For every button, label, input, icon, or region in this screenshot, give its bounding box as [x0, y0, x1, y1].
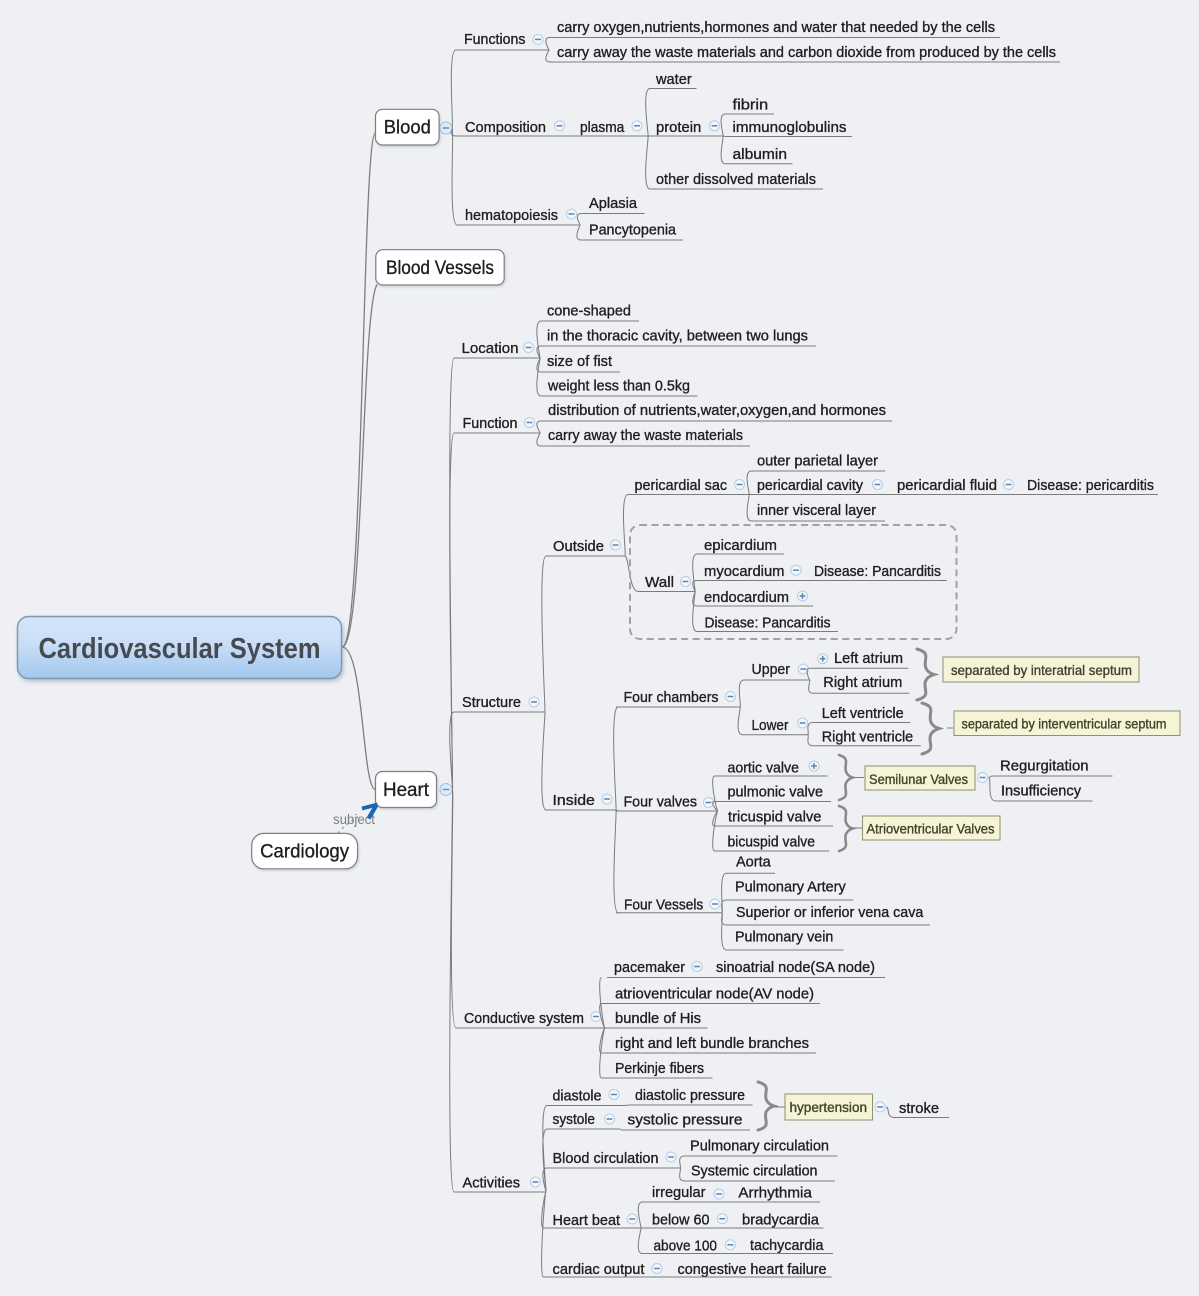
svg-text:other dissolved materials: other dissolved materials	[656, 171, 816, 188]
svg-text:distribution of nutrients,wate: distribution of nutrients,water,oxygen,a…	[548, 402, 886, 419]
svg-text:hematopoiesis: hematopoiesis	[465, 207, 558, 224]
svg-text:fibrin: fibrin	[733, 97, 769, 114]
svg-text:Insufficiency: Insufficiency	[1001, 783, 1081, 800]
svg-text:Right ventricle: Right ventricle	[822, 729, 914, 746]
svg-text:Heart: Heart	[383, 779, 430, 801]
svg-text:Conductive system: Conductive system	[464, 1010, 584, 1027]
svg-text:Atrioventricular Valves: Atrioventricular Valves	[867, 821, 995, 837]
svg-text:Disease: Pancarditis: Disease: Pancarditis	[705, 615, 831, 632]
svg-text:carry away the waste materials: carry away the waste materials and carbo…	[557, 44, 1056, 61]
svg-text:Blood: Blood	[384, 117, 431, 139]
svg-text:Outside: Outside	[553, 538, 604, 555]
svg-text:inner visceral layer: inner visceral layer	[757, 502, 876, 519]
svg-text:Cardiology: Cardiology	[260, 841, 349, 863]
svg-text:below 60: below 60	[652, 1212, 710, 1229]
svg-text:Blood circulation: Blood circulation	[553, 1150, 659, 1167]
svg-text:Function: Function	[463, 415, 518, 432]
svg-text:endocardium: endocardium	[704, 589, 789, 606]
svg-text:Heart beat: Heart beat	[553, 1212, 621, 1229]
svg-text:Upper: Upper	[752, 661, 791, 678]
svg-text:congestive heart failure: congestive heart failure	[678, 1261, 827, 1278]
svg-text:sinoatrial node(SA node): sinoatrial node(SA node)	[716, 959, 875, 976]
svg-text:Location: Location	[462, 340, 519, 357]
svg-text:aortic valve: aortic valve	[728, 760, 800, 777]
svg-text:Pulmonary vein: Pulmonary vein	[735, 929, 833, 946]
svg-text:cardiac output: cardiac output	[553, 1261, 646, 1278]
svg-text:hypertension: hypertension	[790, 1099, 868, 1115]
svg-text:Lower: Lower	[752, 717, 789, 734]
svg-text:tricuspid valve: tricuspid valve	[728, 809, 822, 826]
svg-text:pericardial fluid: pericardial fluid	[897, 477, 997, 494]
svg-text:Structure: Structure	[462, 694, 521, 711]
svg-text:albumin: albumin	[733, 146, 788, 163]
svg-text:Pancytopenia: Pancytopenia	[589, 222, 677, 239]
svg-text:pacemaker: pacemaker	[614, 959, 685, 976]
svg-text:outer parietal layer: outer parietal layer	[757, 453, 878, 470]
svg-text:right and left bundle branches: right and left bundle branches	[615, 1035, 809, 1052]
svg-text:Activities: Activities	[463, 1175, 521, 1192]
svg-text:pulmonic valve: pulmonic valve	[728, 784, 824, 801]
svg-text:tachycardia: tachycardia	[750, 1237, 824, 1254]
svg-text:Systemic circulation: Systemic circulation	[691, 1163, 818, 1180]
svg-text:Aplasia: Aplasia	[589, 195, 638, 212]
svg-text:Left atrium: Left atrium	[834, 650, 903, 667]
svg-text:Perkinje fibers: Perkinje fibers	[615, 1060, 704, 1077]
svg-text:bicuspid valve: bicuspid valve	[728, 834, 816, 851]
svg-text:Four chambers: Four chambers	[624, 689, 719, 706]
svg-text:Pulmonary circulation: Pulmonary circulation	[690, 1138, 829, 1155]
svg-text:Functions: Functions	[464, 31, 526, 48]
svg-text:diastole: diastole	[553, 1088, 602, 1105]
svg-text:Four valves: Four valves	[624, 794, 698, 811]
svg-text:myocardium: myocardium	[704, 563, 785, 580]
svg-text:protein: protein	[656, 119, 701, 136]
svg-text:carry oxygen,nutrients,hormone: carry oxygen,nutrients,hormones and wate…	[557, 19, 995, 36]
svg-text:systolic pressure: systolic pressure	[628, 1112, 743, 1129]
svg-text:weight less than 0.5kg: weight less than 0.5kg	[547, 378, 690, 395]
svg-text:epicardium: epicardium	[704, 537, 777, 554]
svg-text:atrioventricular node(AV node): atrioventricular node(AV node)	[615, 986, 814, 1003]
svg-text:Blood Vessels: Blood Vessels	[386, 257, 494, 279]
svg-text:immunoglobulins: immunoglobulins	[733, 119, 847, 136]
svg-text:Right atrium: Right atrium	[823, 674, 902, 691]
svg-text:Wall: Wall	[645, 574, 674, 591]
svg-text:Disease: Pancarditis: Disease: Pancarditis	[814, 563, 941, 580]
svg-text:Pulmonary Artery: Pulmonary Artery	[735, 879, 846, 896]
svg-text:Left ventricle: Left ventricle	[822, 705, 904, 722]
svg-text:in the thoracic cavity, betwee: in the thoracic cavity, between two lung…	[547, 328, 808, 345]
svg-text:Cardiovascular System: Cardiovascular System	[39, 633, 321, 665]
svg-text:Arrhythmia: Arrhythmia	[738, 1185, 812, 1202]
svg-text:subject: subject	[333, 812, 375, 827]
svg-text:Composition: Composition	[465, 119, 546, 136]
svg-text:bradycardia: bradycardia	[742, 1212, 820, 1229]
svg-text:bundle of His: bundle of His	[615, 1010, 701, 1027]
svg-text:separated by interventricular: separated by interventricular septum	[962, 716, 1167, 732]
svg-text:plasma: plasma	[580, 119, 625, 136]
svg-text:size of fist: size of fist	[547, 353, 613, 370]
svg-text:Four Vessels: Four Vessels	[624, 896, 703, 913]
svg-text:stroke: stroke	[899, 1100, 939, 1117]
svg-text:carry away the waste materials: carry away the waste materials	[548, 427, 743, 444]
svg-text:Inside: Inside	[553, 792, 595, 809]
svg-text:above 100: above 100	[654, 1238, 718, 1255]
svg-text:systole: systole	[553, 1111, 596, 1128]
svg-text:separated by interatrial septu: separated by interatrial septum	[951, 662, 1132, 678]
svg-text:pericardial cavity: pericardial cavity	[757, 477, 863, 494]
svg-text:Aorta: Aorta	[736, 854, 771, 871]
svg-text:water: water	[655, 71, 692, 88]
svg-text:cone-shaped: cone-shaped	[547, 303, 631, 320]
svg-text:irregular: irregular	[652, 1184, 706, 1201]
svg-text:Superior or inferior vena cava: Superior or inferior vena cava	[736, 904, 924, 921]
svg-text:diastolic pressure: diastolic pressure	[635, 1087, 745, 1104]
svg-text:pericardial sac: pericardial sac	[635, 477, 728, 494]
svg-text:Disease: pericarditis: Disease: pericarditis	[1027, 477, 1154, 494]
svg-text:Regurgitation: Regurgitation	[1000, 758, 1089, 775]
svg-text:Semilunar Valves: Semilunar Valves	[869, 771, 968, 787]
